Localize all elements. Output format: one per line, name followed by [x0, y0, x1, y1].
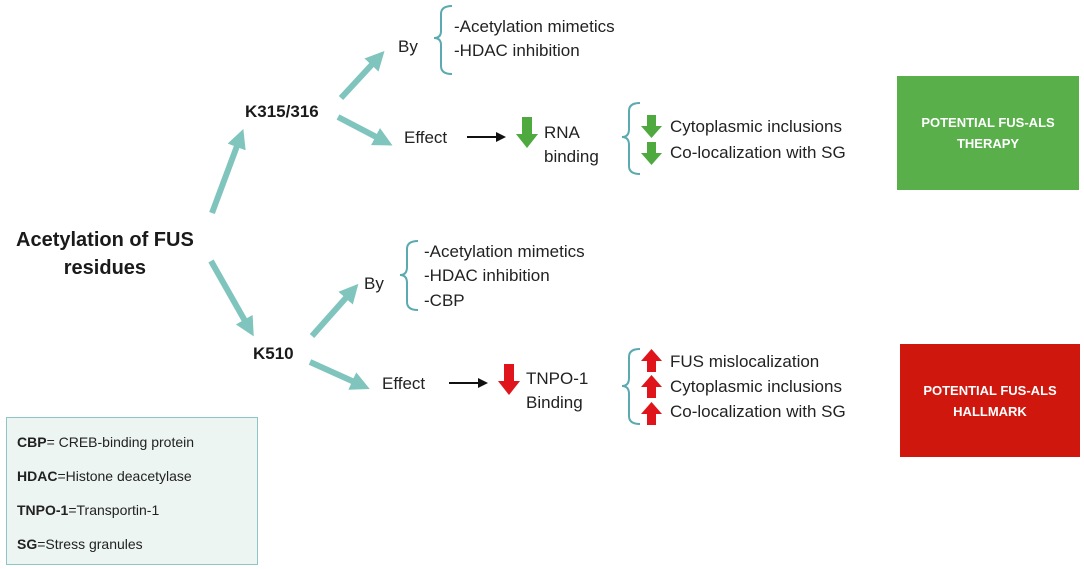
arrow-root-to-k315 — [209, 129, 246, 215]
bracket-upper-outcomes — [621, 102, 641, 175]
arrow-effect-to-rna-binding — [467, 132, 506, 142]
therapy-result-line2: THERAPY — [956, 136, 1020, 151]
upper-by-item-2: -HDAC inhibition — [454, 41, 580, 60]
up-arrow-icon-fus-mislocalization — [641, 349, 662, 372]
hallmark-result-box: POTENTIAL FUS-ALS HALLMARK — [900, 344, 1080, 457]
hallmark-result-line1: POTENTIAL FUS-ALS — [923, 382, 1057, 398]
upper-outcome-1: Cytoplasmic inclusions — [670, 117, 842, 136]
bracket-upper-by — [433, 5, 453, 75]
upper-effect-label: Effect — [404, 128, 448, 147]
upper-binding-line1: RNA — [544, 123, 580, 142]
up-arrow-icon-sg-colocalization — [641, 402, 662, 425]
lower-outcome-3: Co-localization with SG — [670, 402, 846, 421]
bracket-lower-by — [399, 240, 419, 311]
residue-k510: K510 — [253, 344, 294, 363]
arrow-k510-to-by — [309, 283, 359, 338]
legend-definition: =Transportin-1 — [68, 502, 160, 518]
root-label-line1: Acetylation of FUS — [16, 229, 194, 251]
up-arrow-icon-cytoplasmic-inclusions — [641, 375, 662, 398]
legend-definition: =Stress granules — [37, 536, 143, 552]
legend-term: TNPO-1 — [17, 502, 69, 518]
therapy-result-line1: POTENTIAL FUS-ALS — [921, 115, 1055, 130]
upper-outcome-2: Co-localization with SG — [670, 143, 846, 162]
down-arrow-icon-sg-colocalization — [641, 142, 662, 165]
lower-effect-label: Effect — [382, 374, 426, 393]
down-arrow-icon-tnpo1-binding — [498, 364, 520, 395]
lower-by-label: By — [364, 274, 384, 293]
root-label-line2: residues — [63, 257, 147, 279]
down-arrow-icon-rna-binding — [516, 117, 538, 148]
lower-by-item-2: -HDAC inhibition — [424, 266, 550, 285]
down-arrow-icon-cytoplasmic-inclusions — [641, 115, 662, 138]
arrow-root-to-k510 — [208, 259, 254, 337]
hallmark-result-line2: HALLMARK — [953, 403, 1027, 419]
therapy-result-box: POTENTIAL FUS-ALS THERAPY — [897, 76, 1079, 190]
legend-row-cbp: CBP= CREB-binding protein — [17, 434, 194, 450]
legend-definition: = CREB-binding protein — [46, 434, 195, 450]
arrow-effect-to-tnpo1-binding — [449, 378, 488, 388]
arrow-k510-to-effect — [308, 359, 370, 390]
abbreviation-legend: CBP= CREB-binding protein HDAC=Histone d… — [6, 417, 258, 565]
legend-term: SG — [17, 536, 38, 552]
bracket-lower-outcomes — [621, 348, 641, 425]
legend-term: CBP — [17, 434, 47, 450]
legend-definition: =Histone deacetylase — [57, 468, 192, 484]
root-label: Acetylation of FUS residues — [16, 226, 194, 282]
upper-binding-line2: binding — [544, 147, 599, 166]
upper-by-label: By — [398, 37, 418, 56]
lower-by-item-1: -Acetylation mimetics — [424, 242, 585, 261]
arrow-k315-to-by — [338, 50, 385, 101]
lower-binding-line2: Binding — [526, 393, 583, 412]
legend-row-tnpo1: TNPO-1=Transportin-1 — [17, 502, 159, 518]
lower-by-item-3: -CBP — [424, 291, 465, 310]
arrow-k315-to-effect — [336, 114, 393, 146]
lower-outcome-2: Cytoplasmic inclusions — [670, 377, 842, 396]
upper-by-item-1: -Acetylation mimetics — [454, 17, 615, 36]
legend-row-sg: SG=Stress granules — [17, 536, 143, 552]
lower-outcome-1: FUS mislocalization — [670, 352, 820, 371]
lower-binding-line1: TNPO-1 — [526, 369, 589, 388]
legend-row-hdac: HDAC=Histone deacetylase — [17, 468, 192, 484]
residue-k315-316: K315/316 — [245, 102, 319, 121]
legend-term: HDAC — [17, 468, 58, 484]
